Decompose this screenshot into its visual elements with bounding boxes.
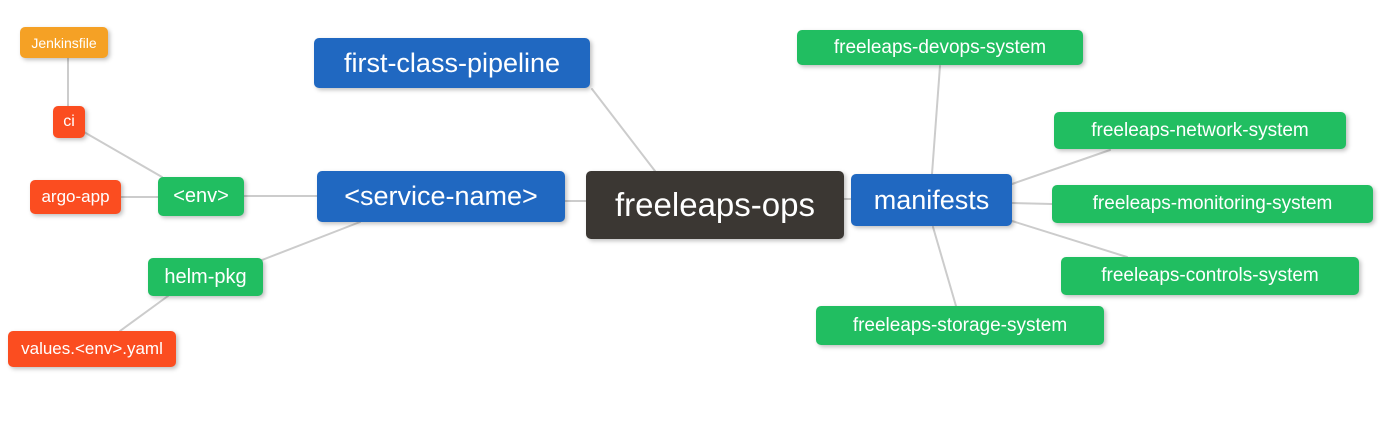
node-freeleaps-ops[interactable]: freeleaps-ops <box>586 171 844 239</box>
node-service-name[interactable]: <service-name> <box>317 171 565 222</box>
node-env[interactable]: <env> <box>158 177 244 216</box>
edge-helm-pkg--service-name <box>261 221 361 261</box>
node-helm-pkg[interactable]: helm-pkg <box>148 258 263 296</box>
edge-first-class-pipeline--freeleaps-ops <box>591 88 656 172</box>
edge-manifests--freeleaps-devops-system <box>931 65 941 175</box>
edge-values-env-yaml--helm-pkg <box>119 295 169 332</box>
node-freeleaps-controls-system[interactable]: freeleaps-controls-system <box>1061 257 1359 295</box>
node-jenkinsfile[interactable]: Jenkinsfile <box>20 27 108 58</box>
edge-manifests--freeleaps-controls-system <box>1011 220 1128 258</box>
edge-manifests--freeleaps-network-system <box>1011 149 1111 185</box>
edge-manifests--freeleaps-monitoring-system <box>1011 202 1053 205</box>
node-first-class-pipeline[interactable]: first-class-pipeline <box>314 38 590 88</box>
node-ci[interactable]: ci <box>53 106 85 138</box>
edge-manifests--freeleaps-storage-system <box>932 226 957 307</box>
node-argo-app[interactable]: argo-app <box>30 180 121 214</box>
edge-ci--env <box>83 131 163 178</box>
node-freeleaps-network-system[interactable]: freeleaps-network-system <box>1054 112 1346 149</box>
node-freeleaps-storage-system[interactable]: freeleaps-storage-system <box>816 306 1104 345</box>
node-freeleaps-devops-system[interactable]: freeleaps-devops-system <box>797 30 1083 65</box>
node-manifests[interactable]: manifests <box>851 174 1012 226</box>
node-values-env-yaml[interactable]: values.<env>.yaml <box>8 331 176 367</box>
node-freeleaps-monitoring-system[interactable]: freeleaps-monitoring-system <box>1052 185 1373 223</box>
